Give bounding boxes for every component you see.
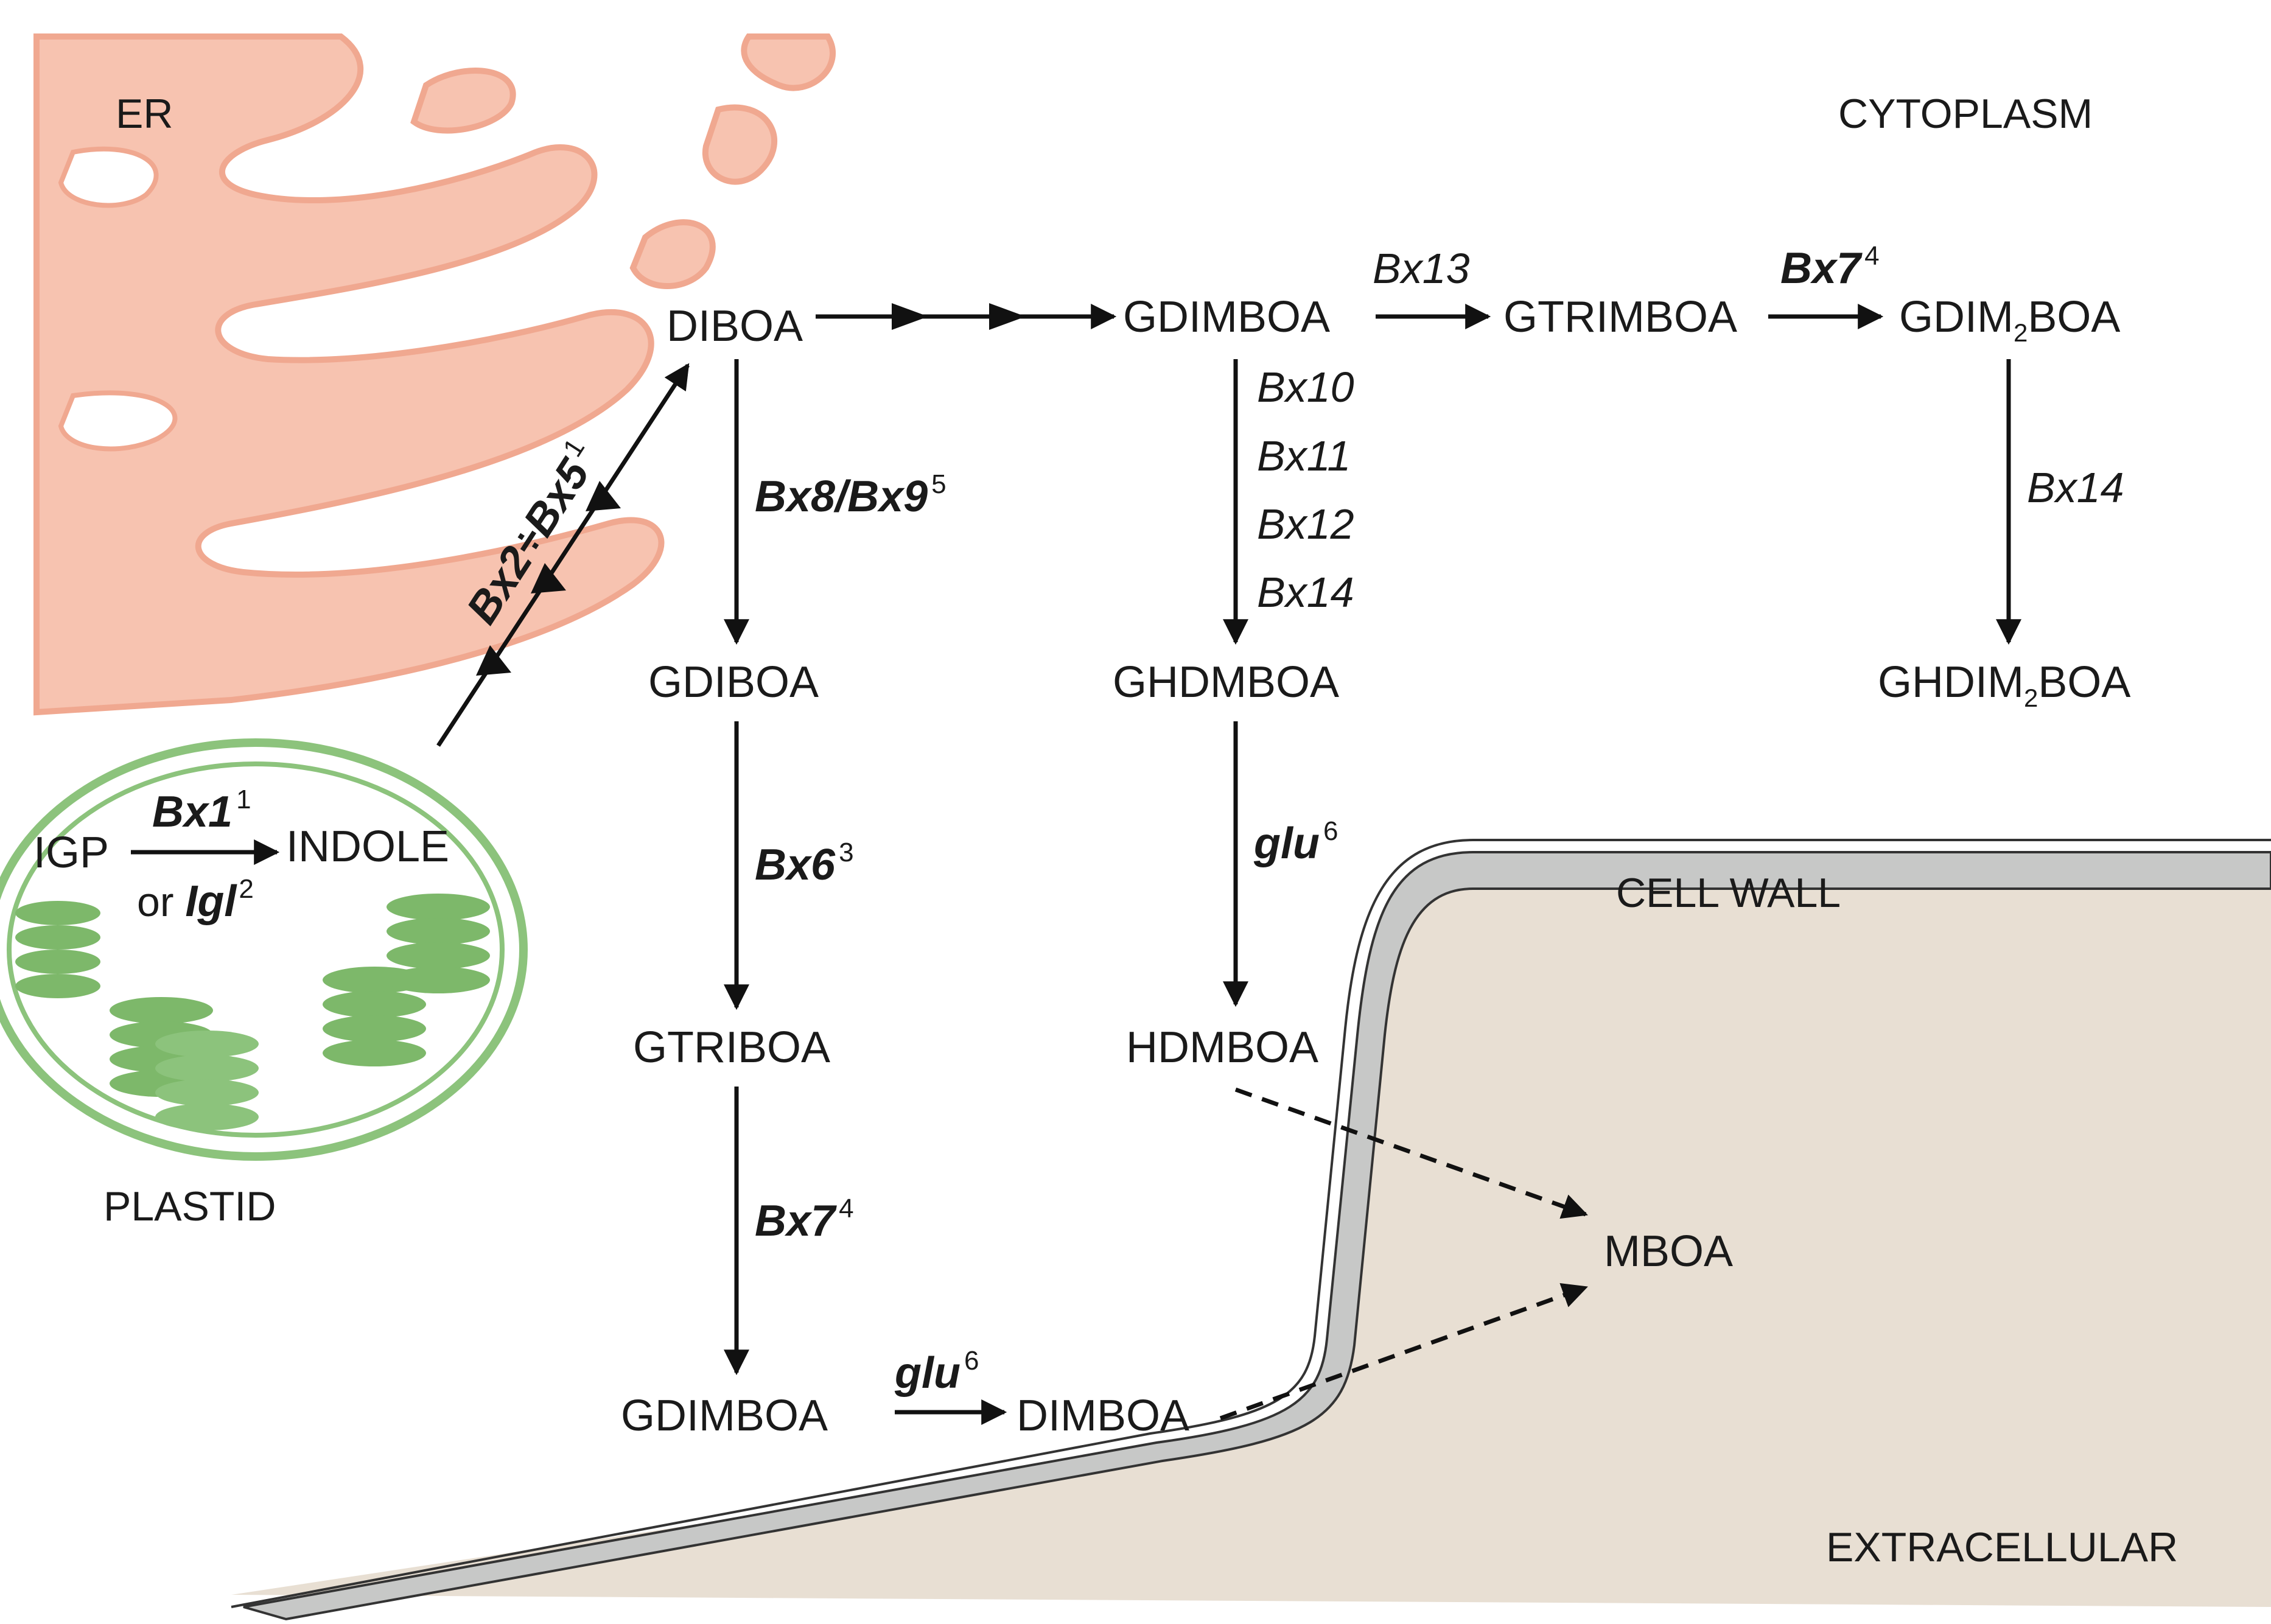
compound-gtrimboa: GTRIMBOA (1503, 293, 1737, 341)
compound-indole: INDOLE (286, 822, 449, 871)
er-membrane (33, 33, 836, 716)
enzyme-bx10: Bx10 (1257, 363, 1354, 411)
thylakoid-stack (387, 894, 490, 993)
compound-gdimboa-top: GDIMBOA (1123, 293, 1330, 341)
er-label: ER (116, 91, 173, 137)
compound-dimboa: DIMBOA (1017, 1391, 1189, 1440)
thylakoid-stack (15, 901, 100, 998)
reaction-arrows (131, 304, 2021, 1425)
plastid-label: PLASTID (103, 1183, 276, 1230)
enzyme-bx14-mid: Bx14 (1257, 569, 1354, 616)
cytoplasm-label: CYTOPLASM (1838, 91, 2093, 137)
compound-gdiboa: GDIBOA (648, 658, 819, 707)
compound-ghdmboa: GHDMBOA (1113, 658, 1339, 707)
compound-gdimboa-bottom: GDIMBOA (621, 1391, 828, 1440)
intermediate-step-marks (476, 303, 1026, 676)
cell-wall-label: CELL WALL (1616, 870, 1841, 916)
compound-igp: IGP (33, 828, 109, 877)
compound-hdmboa: HDMBOA (1126, 1023, 1318, 1072)
enzyme-bx12: Bx12 (1257, 500, 1354, 548)
compound-gtriboa: GTRIBOA (633, 1023, 830, 1072)
enzyme-bx14-right: Bx14 (2027, 464, 2124, 511)
extracellular-label: EXTRACELLULAR (1826, 1524, 2178, 1570)
compound-diboa: DIBOA (667, 302, 803, 351)
compound-gdim2boa: GDIM2BOA (1899, 293, 2120, 347)
arrow-dimboa-mboa (1219, 1283, 1588, 1421)
plastid (0, 738, 528, 1161)
enzyme-igl: or Igl2 (137, 874, 254, 926)
arrow-plastid-diboa (436, 363, 690, 747)
cell-wall (231, 839, 2271, 1621)
enzyme-bx13: Bx13 (1373, 245, 1470, 292)
enzyme-bx11: Bx11 (1257, 432, 1351, 480)
arrow-hdmboa-mboa (1234, 1087, 1588, 1219)
thylakoid-stack (110, 997, 259, 1130)
compound-ghdim2boa: GHDIM2BOA (1878, 658, 2130, 712)
compound-mboa: MBOA (1604, 1227, 1733, 1276)
